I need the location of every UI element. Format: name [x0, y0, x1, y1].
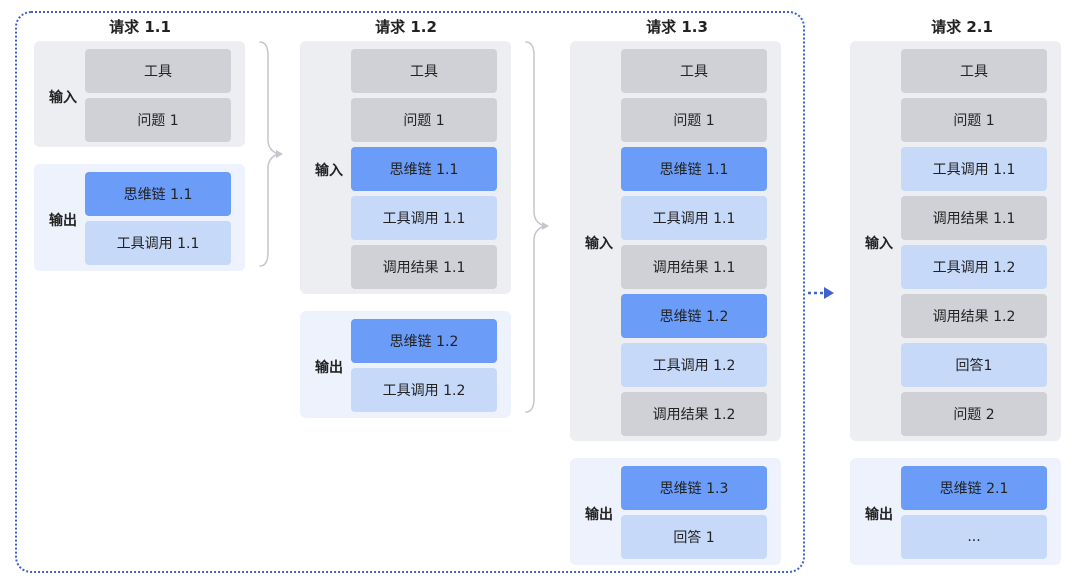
context-block: 调用结果 1.1 — [351, 245, 497, 289]
input-label: 输入 — [315, 163, 343, 179]
context-block: 工具调用 1.2 — [901, 245, 1047, 289]
context-block: 思维链 1.1 — [351, 147, 497, 191]
context-block: 思维链 1.2 — [351, 319, 497, 363]
context-block: 思维链 1.3 — [621, 466, 767, 510]
context-block: 工具调用 1.1 — [85, 221, 231, 265]
output-label: 输出 — [315, 360, 343, 376]
request-group-frame — [15, 11, 805, 573]
context-block: 工具 — [621, 49, 767, 93]
arrow-icon — [276, 150, 283, 158]
output-panel: 输出 思维链 2.1 ... — [850, 458, 1061, 565]
grouping-brace — [259, 41, 281, 267]
context-block: 调用结果 1.1 — [901, 196, 1047, 240]
input-label: 输入 — [585, 236, 613, 252]
context-block: 问题 2 — [901, 392, 1047, 436]
output-panel: 输出 思维链 1.3 回答 1 — [570, 458, 781, 565]
input-label: 输入 — [49, 90, 77, 106]
context-block: 回答 1 — [621, 515, 767, 559]
context-block: 思维链 1.2 — [621, 294, 767, 338]
context-block: 工具 — [85, 49, 231, 93]
context-block: 问题 1 — [85, 98, 231, 142]
request-title: 请求 2.1 — [931, 18, 993, 36]
grouping-brace — [525, 41, 547, 413]
arrow-icon — [542, 222, 549, 230]
context-block: 回答1 — [901, 343, 1047, 387]
input-label: 输入 — [865, 236, 893, 252]
context-block: 调用结果 1.1 — [621, 245, 767, 289]
input-panel: 输入 工具 问题 1 思维链 1.1 工具调用 1.1 调用结果 1.1 思维链… — [570, 41, 781, 441]
request-title: 请求 1.1 — [109, 18, 171, 36]
context-block: 工具 — [351, 49, 497, 93]
context-block: 工具调用 1.1 — [621, 196, 767, 240]
input-panel: 输入 工具 问题 1 工具调用 1.1 调用结果 1.1 工具调用 1.2 调用… — [850, 41, 1061, 441]
arrow-head-icon — [824, 287, 834, 299]
context-block: 问题 1 — [621, 98, 767, 142]
context-block: 问题 1 — [351, 98, 497, 142]
context-block: 思维链 2.1 — [901, 466, 1047, 510]
output-label: 输出 — [49, 213, 77, 229]
context-block: 工具调用 1.1 — [351, 196, 497, 240]
context-block: ... — [901, 515, 1047, 559]
request-title: 请求 1.3 — [646, 18, 708, 36]
context-block: 思维链 1.1 — [621, 147, 767, 191]
context-block: 工具 — [901, 49, 1047, 93]
input-panel: 输入 工具 问题 1 思维链 1.1 工具调用 1.1 调用结果 1.1 — [300, 41, 511, 294]
output-panel: 输出 思维链 1.1 工具调用 1.1 — [34, 164, 245, 271]
context-block: 调用结果 1.2 — [621, 392, 767, 436]
context-block: 工具调用 1.2 — [351, 368, 497, 412]
context-block: 工具调用 1.1 — [901, 147, 1047, 191]
request-title: 请求 1.2 — [375, 18, 437, 36]
output-label: 输出 — [865, 507, 893, 523]
context-block: 工具调用 1.2 — [621, 343, 767, 387]
context-block: 思维链 1.1 — [85, 172, 231, 216]
output-label: 输出 — [585, 507, 613, 523]
context-block: 问题 1 — [901, 98, 1047, 142]
input-panel: 输入 工具 问题 1 — [34, 41, 245, 147]
output-panel: 输出 思维链 1.2 工具调用 1.2 — [300, 311, 511, 418]
context-block: 调用结果 1.2 — [901, 294, 1047, 338]
